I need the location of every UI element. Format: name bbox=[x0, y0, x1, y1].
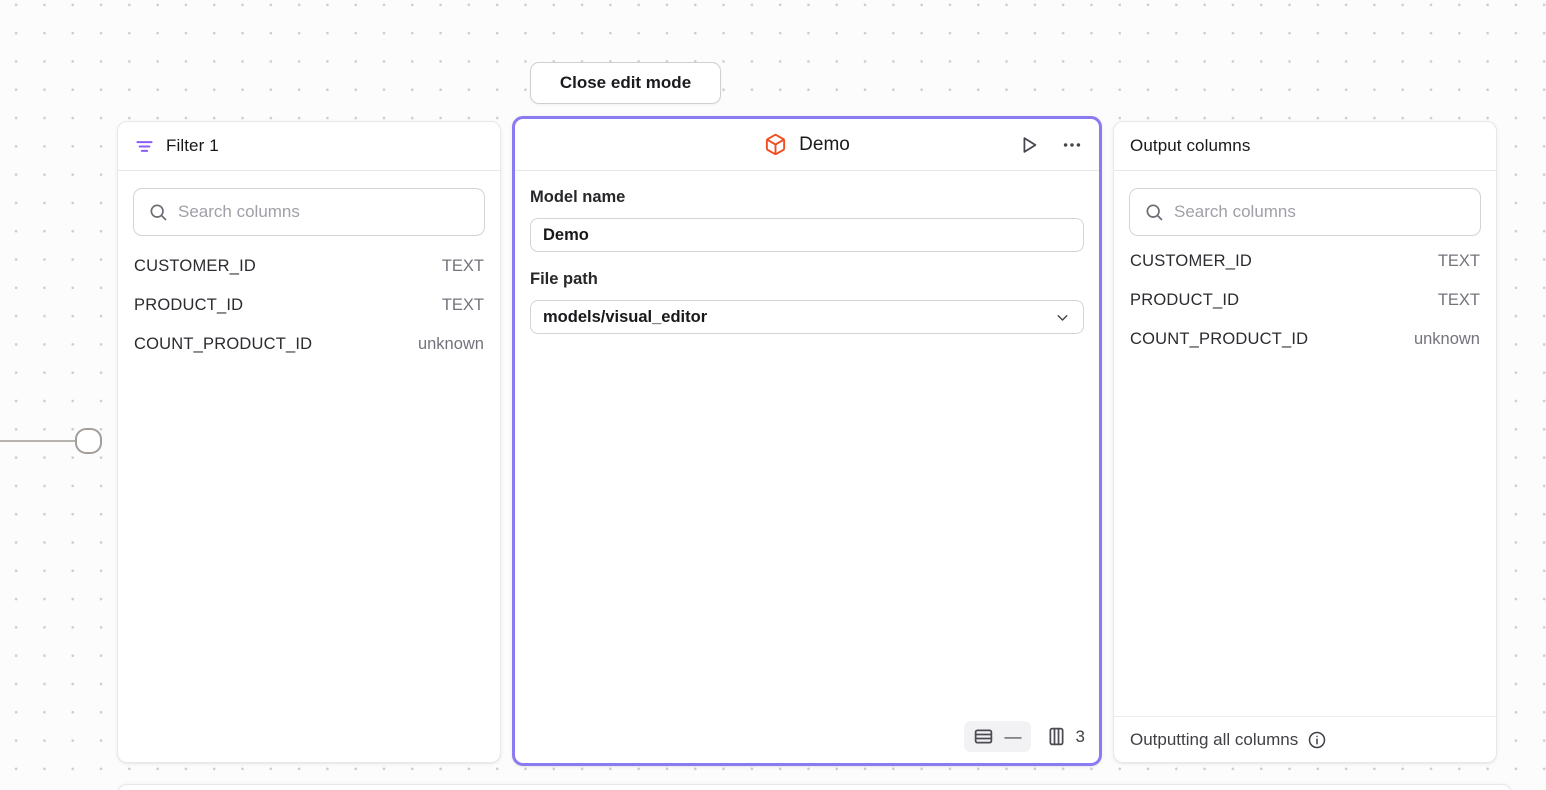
connection-edge bbox=[0, 440, 76, 442]
column-type: unknown bbox=[1413, 330, 1480, 348]
edge-endpoint-handle[interactable] bbox=[75, 428, 102, 454]
column-row[interactable]: PRODUCT_ID TEXT bbox=[1130, 281, 1480, 320]
column-name: PRODUCT_ID bbox=[1130, 291, 1240, 309]
filter-search-box[interactable] bbox=[133, 188, 485, 236]
output-panel-title: Output columns bbox=[1130, 136, 1251, 155]
output-search-box[interactable] bbox=[1129, 188, 1481, 236]
column-row[interactable]: CUSTOMER_ID TEXT bbox=[1130, 242, 1480, 281]
model-name-label: Model name bbox=[530, 188, 626, 206]
filter-lines-icon bbox=[134, 136, 155, 157]
column-type: TEXT bbox=[1437, 291, 1480, 309]
model-panel-header: Demo bbox=[515, 119, 1099, 171]
filter-node-panel[interactable]: Filter 1 CUSTOMER_ID TEXT PRODUCT_ID TEX… bbox=[117, 121, 501, 763]
column-name: CUSTOMER_ID bbox=[1130, 252, 1252, 270]
columns-icon bbox=[1046, 726, 1067, 747]
play-icon bbox=[1018, 134, 1040, 156]
filter-panel-title: Filter 1 bbox=[166, 136, 219, 155]
output-search-input[interactable] bbox=[1174, 202, 1466, 222]
column-count-value: 3 bbox=[1075, 726, 1085, 746]
file-path-select[interactable]: models/visual_editor bbox=[530, 300, 1084, 334]
filter-column-list: CUSTOMER_ID TEXT PRODUCT_ID TEXT COUNT_P… bbox=[118, 236, 500, 364]
model-cube-icon bbox=[764, 133, 787, 156]
filter-panel-header: Filter 1 bbox=[118, 122, 500, 171]
column-name: CUSTOMER_ID bbox=[134, 257, 256, 275]
more-options-button[interactable] bbox=[1059, 132, 1085, 158]
file-path-value: models/visual_editor bbox=[543, 307, 708, 326]
column-row[interactable]: CUSTOMER_ID TEXT bbox=[134, 247, 484, 286]
column-name: COUNT_PRODUCT_ID bbox=[1130, 330, 1309, 348]
column-name: COUNT_PRODUCT_ID bbox=[134, 335, 313, 353]
ellipsis-icon bbox=[1061, 134, 1083, 156]
file-path-label: File path bbox=[530, 270, 598, 288]
column-count-badge[interactable]: 3 bbox=[1046, 726, 1085, 747]
column-name: PRODUCT_ID bbox=[134, 296, 244, 314]
row-count-badge[interactable]: — bbox=[963, 721, 1031, 752]
filter-search-input[interactable] bbox=[178, 202, 470, 222]
chevron-down-icon bbox=[1054, 309, 1071, 326]
column-type: unknown bbox=[417, 335, 484, 353]
output-columns-panel[interactable]: Output columns CUSTOMER_ID TEXT PRODUCT_… bbox=[1113, 121, 1497, 763]
column-type: TEXT bbox=[441, 257, 484, 275]
results-panel[interactable] bbox=[117, 784, 1512, 790]
rows-icon bbox=[973, 726, 994, 747]
run-model-button[interactable] bbox=[1016, 132, 1042, 158]
model-stats-footer: — 3 bbox=[963, 721, 1085, 752]
info-icon[interactable] bbox=[1307, 730, 1327, 750]
column-row[interactable]: COUNT_PRODUCT_ID unknown bbox=[134, 325, 484, 364]
column-type: TEXT bbox=[441, 296, 484, 314]
close-edit-mode-button[interactable]: Close edit mode bbox=[530, 62, 721, 104]
model-panel-title: Demo bbox=[799, 133, 850, 155]
row-count-value: — bbox=[1004, 726, 1022, 746]
output-footer: Outputting all columns bbox=[1114, 716, 1496, 762]
search-icon bbox=[1144, 202, 1164, 222]
search-icon bbox=[148, 202, 168, 222]
output-column-list: CUSTOMER_ID TEXT PRODUCT_ID TEXT COUNT_P… bbox=[1114, 236, 1496, 359]
column-row[interactable]: COUNT_PRODUCT_ID unknown bbox=[1130, 320, 1480, 359]
output-panel-header: Output columns bbox=[1114, 122, 1496, 171]
column-row[interactable]: PRODUCT_ID TEXT bbox=[134, 286, 484, 325]
model-name-input[interactable] bbox=[530, 218, 1084, 252]
output-footer-text: Outputting all columns bbox=[1130, 729, 1299, 749]
column-type: TEXT bbox=[1437, 252, 1480, 270]
model-node-panel[interactable]: Demo Model name File path bbox=[512, 116, 1102, 766]
